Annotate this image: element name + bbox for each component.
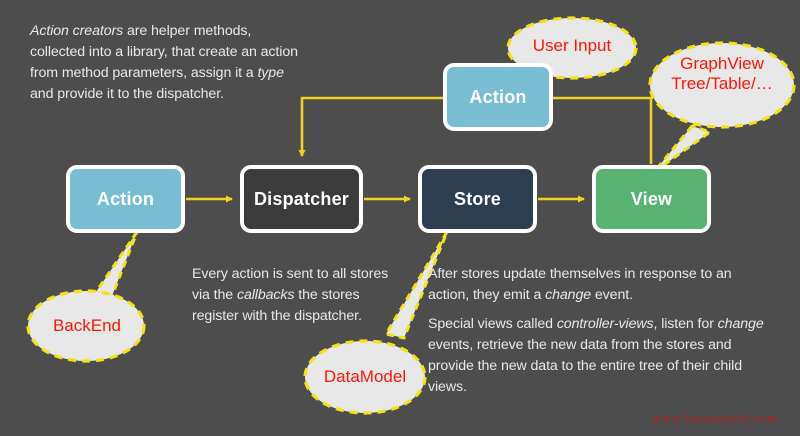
callout-backend	[26, 230, 146, 363]
store-change-description: After stores update themselves in respon…	[428, 266, 732, 303]
action-creators-description: Action creators are helper methods, coll…	[30, 23, 298, 102]
node-view[interactable]: View	[592, 165, 711, 233]
arrow-action-top-to-view	[553, 96, 653, 164]
arrow-action-top-to-dispatcher	[298, 96, 443, 157]
node-view-label: View	[630, 188, 673, 209]
node-action-creators[interactable]: Action	[66, 165, 185, 233]
callout-datamodel	[303, 230, 449, 415]
dispatcher-description: Every action is sent to all stores via t…	[192, 266, 389, 324]
watermark: www.lanlanwork.com	[652, 411, 778, 425]
callout-graphview	[648, 41, 796, 174]
node-action-top[interactable]: Action	[443, 63, 553, 131]
node-dispatcher-label: Dispatcher	[253, 188, 350, 209]
controller-views-description: Special views called controller-views, l…	[428, 316, 764, 395]
node-store[interactable]: Store	[418, 165, 537, 233]
node-action-label: Action	[96, 188, 155, 209]
node-dispatcher[interactable]: Dispatcher	[240, 165, 363, 233]
node-store-label: Store	[453, 188, 501, 209]
node-action-top-label: Action	[469, 86, 527, 107]
